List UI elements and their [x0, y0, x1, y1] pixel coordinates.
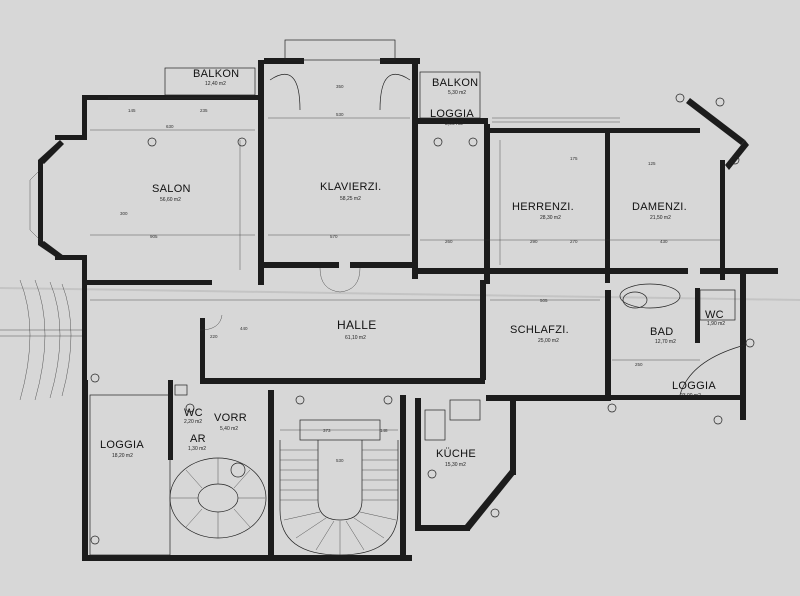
room-area: 15,30 m2	[445, 462, 466, 468]
room-name: VORR	[214, 412, 247, 424]
dim-label: 905	[150, 234, 158, 239]
room-area: 18,20 m2	[112, 453, 133, 459]
room-loggia-right: LOGGIA 23,00 m2	[672, 380, 716, 399]
room-area: 28,30 m2	[540, 215, 561, 221]
dim-label: 440	[240, 326, 248, 331]
room-balkon-left: BALKON 12,40 m2	[193, 68, 239, 87]
room-area: 2,20 m2	[184, 419, 202, 425]
room-loggia-left: LOGGIA 18,20 m2	[100, 439, 144, 459]
dim-label: 630	[166, 124, 174, 129]
room-name: KLAVIERZI.	[320, 181, 381, 193]
room-name: WC	[184, 407, 203, 419]
room-name: AR	[190, 433, 206, 445]
room-name: BALKON	[193, 68, 239, 80]
room-name: SCHLAFZI.	[510, 324, 569, 336]
dim-label: 530	[336, 458, 344, 463]
dim-label: 145	[128, 108, 136, 113]
room-wc-bad: WC 1,90 m2	[705, 309, 725, 327]
dim-label: 430	[660, 239, 668, 244]
paper-fold-line	[0, 287, 800, 301]
dim-label: 570	[330, 234, 338, 239]
dimension-labels: 630 145 235 350 530 905 570 260 290 270 …	[120, 84, 668, 463]
walls	[38, 58, 778, 561]
room-herrenzi: HERRENZI. 28,30 m2	[512, 201, 574, 221]
room-area: 5,40 m2	[220, 426, 238, 432]
room-loggia-top: LOGGIA 3,00 m2	[430, 108, 474, 127]
room-name: LOGGIA	[672, 380, 716, 392]
room-klavierzi: KLAVIERZI. 58,25 m2	[320, 181, 381, 202]
room-name: KÜCHE	[436, 448, 476, 460]
dim-label: 530	[336, 112, 344, 117]
room-name: BAD	[650, 326, 674, 338]
detail-lines	[0, 39, 755, 556]
dim-label: 373	[323, 428, 331, 433]
room-name: LOGGIA	[430, 108, 474, 120]
dim-label: 148	[380, 428, 388, 433]
dim-label: 505	[540, 298, 548, 303]
room-name: BALKON	[432, 77, 478, 89]
room-area: 21,50 m2	[650, 215, 671, 221]
room-name: LOGGIA	[100, 439, 144, 451]
room-area: 5,30 m2	[448, 90, 466, 96]
room-damenzi: DAMENZI. 21,50 m2	[632, 201, 687, 221]
room-vorr: VORR 5,40 m2	[214, 412, 247, 432]
room-ar: AR 1,30 m2	[188, 433, 206, 452]
room-labels: SALON 56,60 m2 KLAVIERZI. 58,25 m2 HERRE…	[100, 68, 725, 468]
room-area: 1,90 m2	[707, 321, 725, 327]
room-balkon-right: BALKON 5,30 m2	[432, 77, 478, 96]
dim-label: 270	[570, 239, 578, 244]
room-area: 61,10 m2	[345, 335, 366, 341]
room-area: 12,70 m2	[655, 339, 676, 345]
room-area: 1,30 m2	[188, 446, 206, 452]
room-area: 23,00 m2	[680, 393, 701, 399]
room-area: 56,60 m2	[160, 197, 181, 203]
dim-label: 250	[635, 362, 643, 367]
dim-label: 300	[120, 211, 128, 216]
room-schlafzi: SCHLAFZI. 25,00 m2	[510, 324, 569, 344]
dim-label: 125	[648, 161, 656, 166]
room-name: WC	[705, 309, 724, 321]
dim-label: 350	[336, 84, 344, 89]
room-area: 12,40 m2	[205, 81, 226, 87]
room-name: HALLE	[337, 318, 377, 332]
room-salon: SALON 56,60 m2	[152, 183, 191, 203]
room-area: 3,00 m2	[445, 121, 463, 127]
room-name: HERRENZI.	[512, 201, 574, 213]
room-halle: HALLE 61,10 m2	[337, 318, 377, 341]
room-kueche: KÜCHE 15,30 m2	[436, 448, 476, 468]
room-wc-vorr: WC 2,20 m2	[184, 407, 203, 425]
dim-label: 175	[570, 156, 578, 161]
dim-label: 220	[210, 334, 218, 339]
room-area: 58,25 m2	[340, 196, 361, 202]
dim-label: 235	[200, 108, 208, 113]
dim-label: 290	[530, 239, 538, 244]
dim-label: 260	[445, 239, 453, 244]
room-bad: BAD 12,70 m2	[650, 326, 676, 345]
room-name: SALON	[152, 183, 191, 195]
room-name: DAMENZI.	[632, 201, 687, 213]
room-area: 25,00 m2	[538, 338, 559, 344]
